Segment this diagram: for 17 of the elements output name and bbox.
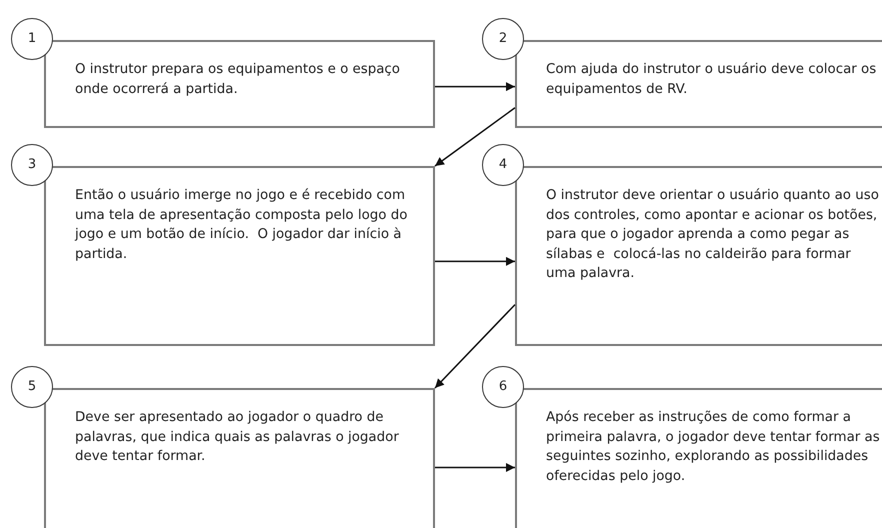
step-description: O instrutor prepara os equipamentos e o espaço onde ocorrerá a partida. xyxy=(75,61,401,98)
arrow xyxy=(434,107,516,167)
step-number: 2 xyxy=(482,18,524,60)
arrow xyxy=(434,304,516,389)
arrow xyxy=(435,463,515,472)
step-number: 3 xyxy=(11,144,53,186)
step-description: Deve ser apresentado ao jogador o quadro de palavras, que indica quais as palavras o jogador deve tentar formar. xyxy=(75,409,400,466)
arrow xyxy=(435,256,515,266)
step-description: Após receber as instruções de como formar a primeira palavra, o jogador deve tentar formar as seguintes sozinho, explorando as possibilidades oferecidas pelo jogo. xyxy=(546,409,881,486)
step-number: 6 xyxy=(482,366,524,408)
step-number: 1 xyxy=(11,18,53,60)
step-number: 5 xyxy=(11,366,53,408)
arrow xyxy=(435,82,515,92)
step-description: O instrutor deve orientar o usuário quanto ao uso dos controles, como apontar e acionar os botões, para que o jogador aprenda a como pegar as sílabas e colocá-las no caldeirão para formar uma palavra. xyxy=(546,187,880,283)
step-number: 4 xyxy=(482,144,524,186)
step-description: Então o usuário imerge no jogo e é recebido com uma tela de apresentação composta pelo logo do jogo e um botão de início. O jogador dar início à partida. xyxy=(75,187,408,264)
step-description: Com ajuda do instrutor o usuário deve colocar os equipamentos de RV. xyxy=(546,61,878,98)
